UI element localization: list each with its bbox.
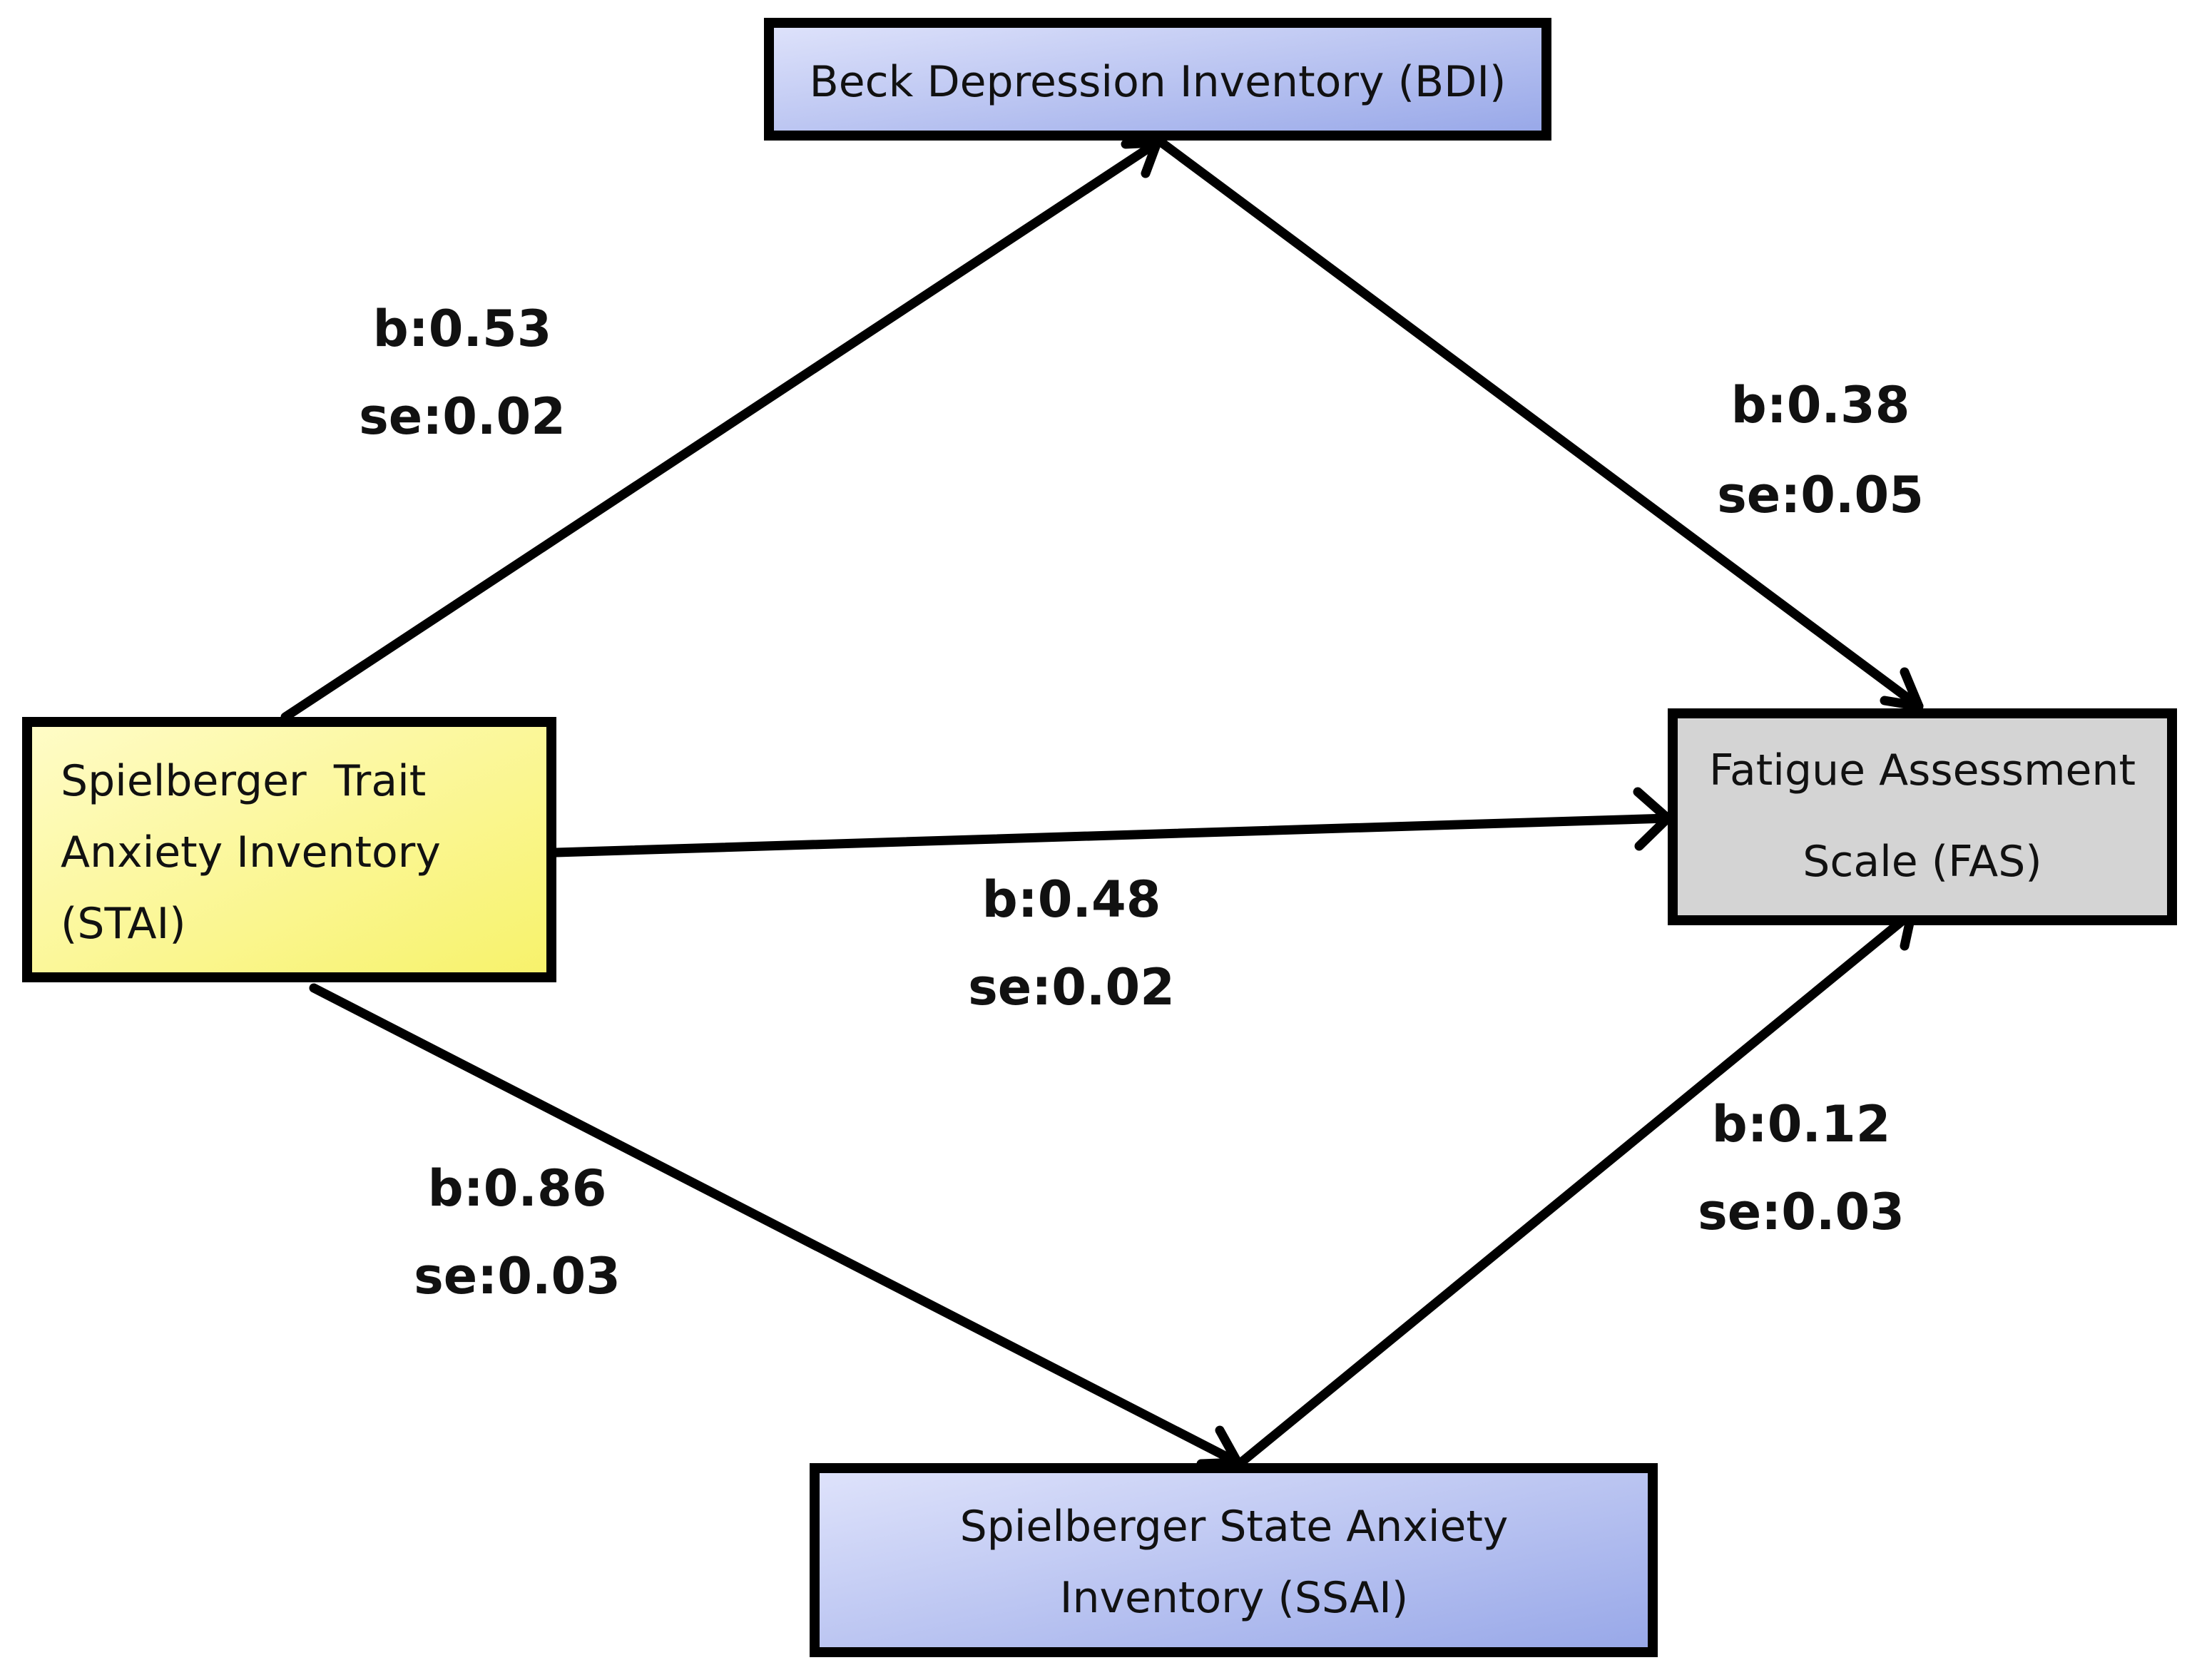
edge-label-stai-bdi: b:0.53 se:0.02 — [359, 300, 566, 446]
arrowhead-fas-from-bdi — [1880, 667, 1924, 711]
edge-line-stai-bdi — [280, 138, 1162, 722]
edge-line-ssai-fas — [1236, 908, 1917, 1467]
edge-label-bdi-fas-se: se:0.05 — [1717, 466, 1924, 524]
node-fas-label-line-2: Scale (FAS) — [1803, 837, 2041, 887]
edge-label-ssai-fas-b: b:0.12 — [1712, 1095, 1891, 1154]
node-fas-label-line-1: Fatigue Assessment — [1709, 745, 2136, 795]
node-stai: Spielberger Trait Anxiety Inventory (STA… — [22, 717, 556, 982]
node-stai-label-line-3: (STAI) — [61, 899, 186, 949]
node-stai-box — [22, 717, 556, 982]
edge-label-ssai-fas: b:0.12 se:0.03 — [1698, 1095, 1905, 1241]
edge-stai-to-ssai — [309, 983, 1243, 1469]
node-stai-label-line-1: Spielberger Trait — [61, 756, 426, 806]
node-fas-box — [1668, 708, 2177, 925]
edge-line-stai-ssai — [309, 983, 1243, 1467]
edge-bdi-to-fas — [1152, 134, 1924, 711]
node-ssai-box — [810, 1463, 1658, 1657]
edge-label-stai-bdi-b: b:0.53 — [373, 300, 552, 358]
node-stai-label-line-2: Anxiety Inventory — [61, 828, 441, 877]
edge-label-stai-fas-b: b:0.48 — [982, 870, 1161, 929]
node-ssai: Spielberger State Anxiety Inventory (SSA… — [810, 1463, 1658, 1657]
node-fas: Fatigue Assessment Scale (FAS) — [1668, 708, 2177, 925]
edge-label-stai-ssai-b: b:0.86 — [428, 1159, 607, 1218]
node-ssai-label-line-1: Spielberger State Anxiety — [960, 1502, 1509, 1552]
edge-label-ssai-fas-se: se:0.03 — [1698, 1183, 1905, 1241]
edge-label-bdi-fas-b: b:0.38 — [1731, 376, 1910, 434]
edge-line-bdi-fas — [1152, 134, 1924, 711]
edge-label-stai-ssai: b:0.86 se:0.03 — [414, 1159, 621, 1305]
edge-label-bdi-fas: b:0.38 se:0.05 — [1717, 376, 1924, 524]
node-bdi-box — [764, 18, 1551, 141]
edge-stai-to-fas — [551, 787, 1673, 857]
node-bdi-label: Beck Depression Inventory (BDI) — [810, 57, 1507, 107]
edge-label-stai-fas: b:0.48 se:0.02 — [968, 870, 1175, 1017]
node-ssai-label-line-2: Inventory (SSAI) — [1060, 1573, 1409, 1623]
edge-label-stai-ssai-se: se:0.03 — [414, 1247, 621, 1305]
node-bdi: Beck Depression Inventory (BDI) — [764, 18, 1551, 141]
edge-label-stai-fas-se: se:0.02 — [968, 958, 1175, 1017]
edge-label-stai-bdi-se: se:0.02 — [359, 387, 566, 446]
edge-line-stai-fas — [551, 813, 1673, 857]
